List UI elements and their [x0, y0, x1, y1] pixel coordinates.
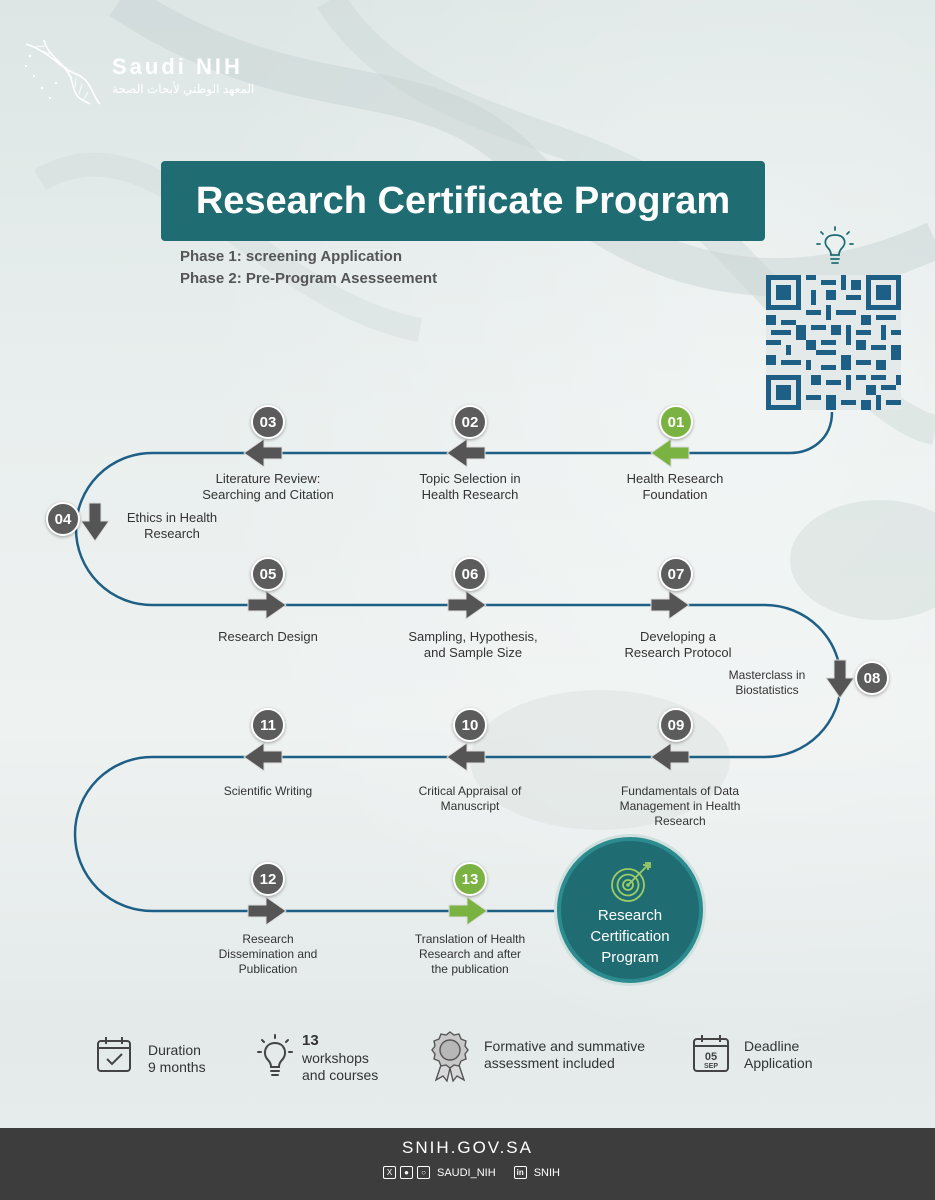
target-icon [611, 862, 651, 902]
social-links: X ● ○ SAUDI_NIH in SNIH [383, 1166, 560, 1179]
workshops-count: 13 [302, 1032, 319, 1049]
award-badge-icon [431, 1031, 469, 1082]
step-badge-06: 06 [453, 557, 487, 591]
step-label-06: Sampling, Hypothesis,and Sample Size [408, 629, 538, 660]
step-badge-13: 13 [453, 862, 487, 896]
snapchat-icon[interactable]: ● [400, 1166, 413, 1179]
calendar-date-icon: 05 SEP [693, 1035, 729, 1072]
arrow-step-01 [650, 438, 690, 468]
phase-2: Phase 2: Pre-Program Asesseement [180, 270, 438, 287]
social-handle[interactable]: SAUDI_NIH [437, 1166, 496, 1179]
page-title: Research Certificate Program [161, 161, 765, 241]
saudi-nih-logo: Saudi NIH المعهد الوطني لأبحاث الصحة [20, 38, 270, 108]
phase-1: Phase 1: screening Application [180, 248, 403, 265]
linkedin-icon[interactable]: in [513, 1166, 527, 1179]
arrow-step-06 [447, 590, 487, 620]
arrow-step-02 [446, 438, 486, 468]
arrow-step-11 [243, 742, 283, 772]
step-badge-07: 07 [659, 557, 693, 591]
website-link[interactable]: SNIH.GOV.SA [402, 1138, 533, 1157]
calendar-check-icon [97, 1037, 131, 1072]
arrow-step-07 [650, 590, 690, 620]
arrow-step-10 [446, 742, 486, 772]
step-badge-08: 08 [855, 661, 889, 695]
step-badge-11: 11 [251, 708, 285, 742]
logo-name-ar: المعهد الوطني لأبحاث الصحة [112, 82, 255, 96]
lightbulb-icon-small [257, 1034, 293, 1076]
arrow-step-05 [247, 590, 287, 620]
step-badge-04: 04 [46, 502, 80, 536]
step-label-05: Research Design [218, 629, 318, 644]
arrow-step-04 [80, 502, 110, 542]
x-icon[interactable]: X [383, 1166, 396, 1179]
step-badge-01: 01 [659, 405, 693, 439]
instagram-icon[interactable]: ○ [417, 1166, 430, 1179]
step-label-03: Literature Review:Searching and Citation [202, 471, 334, 502]
step-badge-03: 03 [251, 405, 285, 439]
step-badge-05: 05 [251, 557, 285, 591]
deadline-day: 05 [705, 1051, 717, 1063]
step-label-11: Scientific Writing [223, 784, 313, 798]
lightbulb-icon [816, 226, 854, 264]
step-badge-12: 12 [251, 862, 285, 896]
flow-connector [789, 411, 834, 455]
arrow-step-08 [825, 659, 855, 699]
step-badge-09: 09 [659, 708, 693, 742]
linkedin-handle[interactable]: SNIH [533, 1166, 560, 1179]
footer: SNIH.GOV.SA X ● ○ SAUDI_NIH in SNIH [0, 1128, 935, 1200]
step-badge-10: 10 [453, 708, 487, 742]
step-badge-02: 02 [453, 405, 487, 439]
arrow-step-03 [243, 438, 283, 468]
flow-arrows [80, 438, 855, 926]
dna-logo-icon [24, 39, 101, 105]
logo-name-en: Saudi NIH [112, 54, 243, 79]
arrow-step-09 [650, 742, 690, 772]
deadline-month: SEP [704, 1063, 718, 1070]
arrow-step-12 [247, 896, 287, 926]
qr-code[interactable] [766, 275, 901, 410]
arrow-step-13 [448, 896, 488, 926]
